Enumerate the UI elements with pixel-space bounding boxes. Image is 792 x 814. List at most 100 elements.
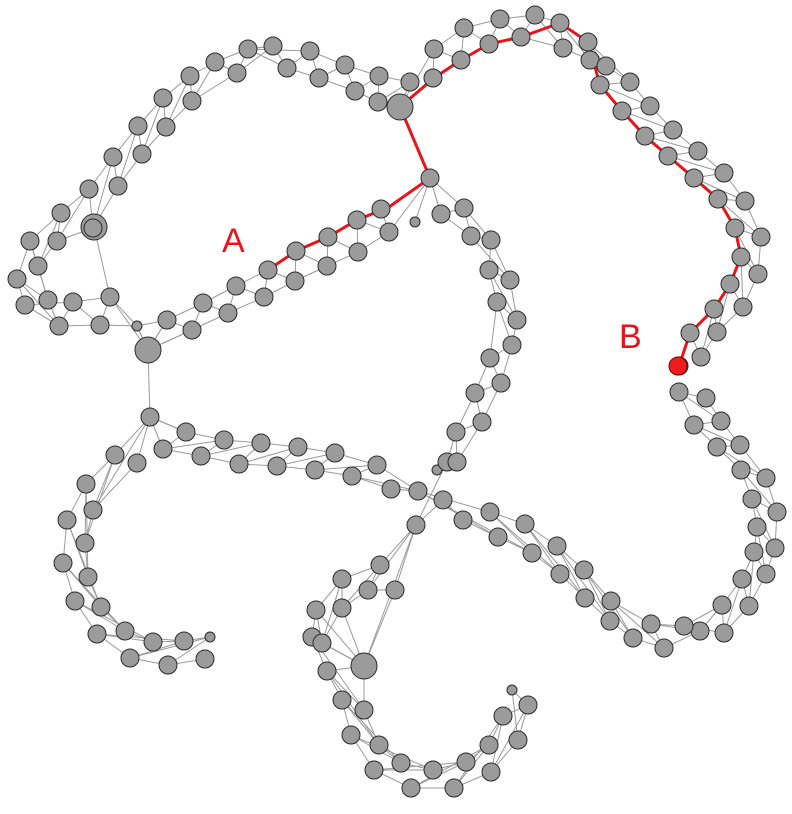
graph-node	[158, 655, 178, 675]
graph-edge	[524, 523, 586, 599]
graph-node	[420, 168, 440, 188]
graph-node	[641, 614, 661, 634]
graph-edge	[350, 734, 434, 771]
graph-node	[684, 168, 704, 188]
graph-node	[195, 649, 215, 669]
graph-node	[731, 460, 751, 480]
graph-node	[406, 515, 426, 535]
graph-node	[182, 91, 202, 111]
graph-node	[481, 230, 501, 250]
graph-node	[15, 295, 35, 315]
graph-node	[635, 126, 655, 146]
graph-edge	[84, 454, 116, 544]
graph-node	[461, 226, 481, 246]
graph-node	[481, 762, 501, 782]
graph-node	[140, 407, 160, 427]
graph-edge	[489, 511, 561, 575]
graph-node	[431, 204, 451, 224]
graph-node	[176, 422, 196, 442]
graph-node	[312, 633, 332, 653]
graph-node	[472, 412, 492, 432]
graph-node	[318, 227, 338, 247]
graph-node	[370, 555, 390, 575]
graph-node	[525, 5, 545, 25]
graph-node	[156, 117, 176, 137]
graph-node	[479, 735, 499, 755]
graph-node	[612, 101, 632, 121]
graph-node	[332, 569, 352, 589]
graph-edge	[321, 578, 343, 644]
graph-node	[369, 735, 389, 755]
graph-node	[424, 39, 444, 59]
graph-edge	[96, 633, 185, 642]
graph-node	[658, 146, 678, 166]
graph-node	[490, 9, 510, 29]
small-node	[506, 684, 518, 696]
graph-node	[708, 189, 728, 209]
graph-node	[518, 695, 538, 715]
graph-node	[712, 595, 732, 615]
graph-node	[590, 75, 610, 95]
graph-edge	[453, 715, 504, 789]
graph-node	[508, 730, 528, 750]
graph-node	[748, 264, 768, 284]
graph-node	[354, 700, 374, 720]
graph-node	[454, 18, 474, 38]
graph-edge	[556, 545, 586, 599]
graph-edge	[200, 442, 262, 457]
graph-node	[83, 218, 103, 238]
graph-node	[47, 231, 67, 251]
graph-node	[663, 120, 683, 140]
graph-node	[267, 456, 287, 476]
graph-node	[306, 600, 326, 620]
graph-edge	[62, 562, 126, 632]
graph-node	[742, 489, 762, 509]
graph-node	[578, 32, 598, 52]
graph-node	[347, 210, 367, 230]
graph-node	[491, 373, 511, 393]
graph-node	[502, 335, 522, 355]
graph-node	[547, 536, 567, 556]
graph-node	[600, 611, 620, 631]
graph-node	[263, 36, 283, 56]
graph-node	[342, 466, 362, 486]
graph-node	[765, 538, 785, 558]
graph-node	[704, 299, 724, 319]
node-b	[668, 356, 688, 376]
graph-edge	[373, 761, 467, 771]
hub-node	[134, 336, 162, 364]
graph-node	[735, 191, 755, 211]
graph-node	[128, 116, 148, 136]
graph-node	[680, 323, 700, 343]
graph-edge	[367, 524, 417, 591]
graph-node	[465, 383, 485, 403]
graph-node	[623, 628, 643, 648]
graph-node	[731, 247, 751, 267]
graph-node	[76, 474, 96, 494]
graph-node	[691, 347, 711, 367]
graph-node	[227, 63, 247, 83]
graph-node	[103, 147, 123, 167]
graph-node	[707, 437, 727, 457]
graph-node	[511, 27, 531, 47]
graph-node	[756, 564, 776, 584]
graph-edge	[117, 125, 139, 187]
graph-node	[285, 271, 305, 291]
small-node	[409, 216, 421, 228]
graph-edge	[417, 490, 491, 513]
shortest-path	[267, 21, 743, 367]
graph-node	[214, 430, 234, 450]
graph-node	[371, 199, 391, 219]
graph-node	[108, 176, 128, 196]
graph-node	[49, 316, 69, 336]
graph-node	[640, 96, 660, 116]
graph-node	[744, 542, 764, 562]
graph-edge	[141, 97, 164, 155]
graph-edge	[524, 523, 561, 575]
node-label-b: B	[619, 318, 642, 356]
node-label-a: A	[222, 222, 245, 260]
graph-node	[696, 388, 716, 408]
graph-node	[174, 631, 194, 651]
hub-node	[386, 93, 414, 121]
graph-node	[381, 479, 401, 499]
